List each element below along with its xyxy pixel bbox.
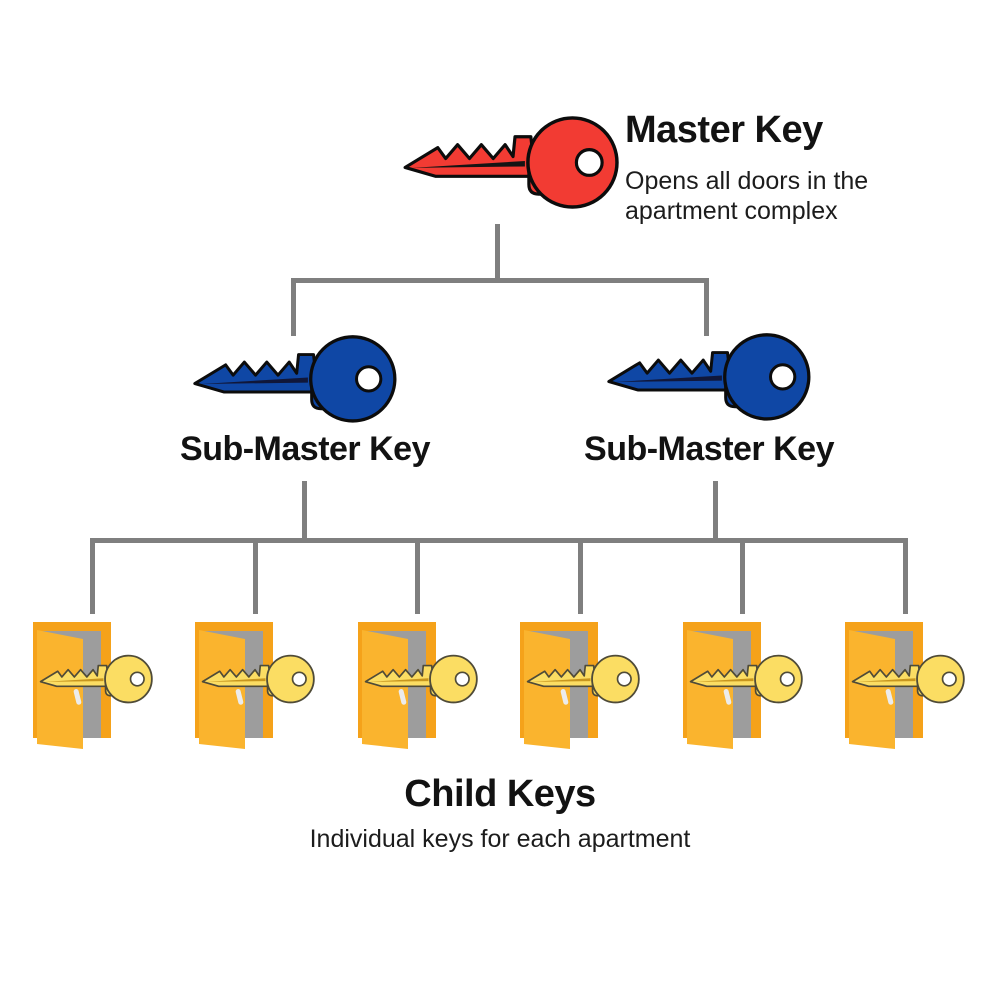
master-key-title: Master Key: [625, 109, 823, 151]
child-door-key-icon-5: [681, 618, 816, 758]
connector-level1-crossbar: [291, 278, 709, 283]
child-door-key-icon-2: [193, 618, 328, 758]
child-door-key-icon-6: [843, 618, 978, 758]
child-keys-title: Child Keys: [404, 773, 596, 815]
connector-submaster-left-stem: [302, 481, 307, 541]
sub-master-key-icon-left: [194, 336, 395, 421]
connector-submaster-right-stem: [713, 481, 718, 541]
child-door-key-icon-1: [31, 618, 166, 758]
connector-to-child-1: [90, 538, 95, 614]
connector-master-stem: [495, 224, 500, 280]
sub-master-key-label-right: Sub-Master Key: [584, 430, 834, 468]
connector-to-child-3: [415, 538, 420, 614]
connector-to-submaster-left: [291, 278, 296, 336]
child-door-key-icon-3: [356, 618, 491, 758]
master-key-description-line1: Opens all doors in the: [625, 167, 869, 195]
master-key-description-line2: apartment complex: [625, 197, 838, 225]
connector-to-child-6: [902, 538, 908, 614]
sub-master-key-icon-right: [608, 334, 809, 419]
sub-master-key-label-left: Sub-Master Key: [180, 430, 430, 468]
child-door-key-icon-4: [518, 618, 653, 758]
connector-to-submaster-right: [704, 278, 709, 336]
master-key-icon: [405, 117, 617, 208]
connector-to-child-2: [252, 538, 258, 614]
connector-to-child-4: [577, 538, 583, 614]
connector-to-child-5: [740, 538, 745, 614]
connector-level2-crossbar: [90, 538, 908, 543]
child-keys-description: Individual keys for each apartment: [309, 825, 691, 853]
master-key-description: Opens all doors in the apartment complex: [625, 166, 868, 226]
